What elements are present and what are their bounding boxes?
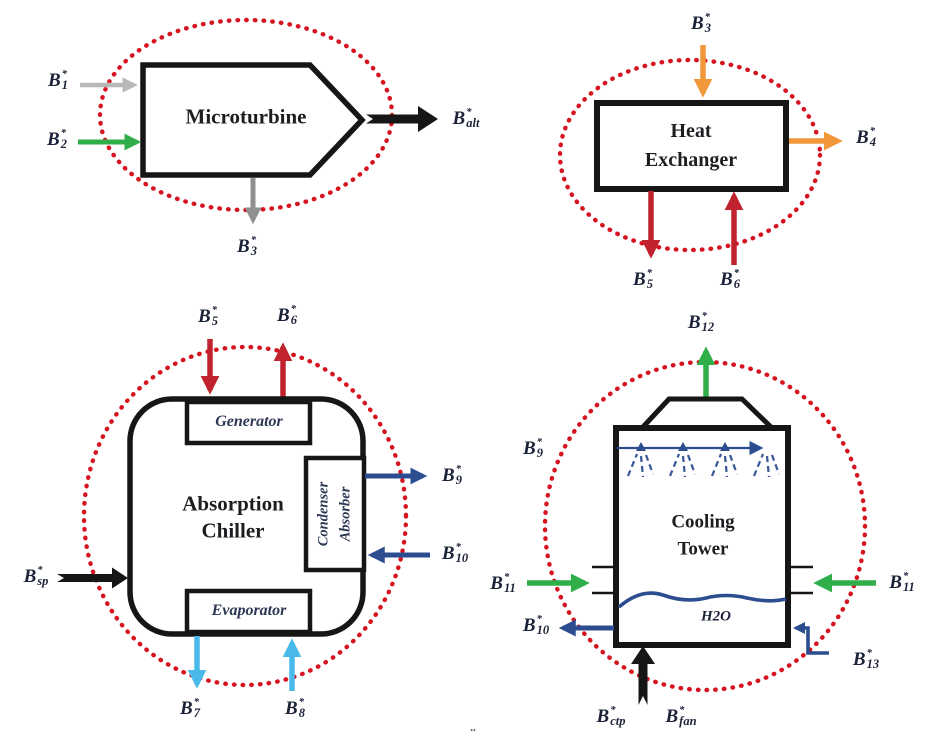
evaporator-box bbox=[184, 588, 313, 635]
flow-label-b9-ac: B *9 bbox=[442, 464, 462, 488]
flow-label-b5-hx: B *5 bbox=[633, 268, 653, 292]
flow-label-balt: B *alt bbox=[452, 107, 480, 131]
heat-exchanger-block bbox=[594, 100, 789, 192]
absorption-chiller-title-line1: Absorption bbox=[182, 491, 284, 516]
flow-label-b3-hx: B *3 bbox=[691, 12, 711, 36]
microturbine-title: Microturbine bbox=[185, 104, 307, 129]
evaporator-label: Evaporator bbox=[211, 602, 287, 619]
spray-nozzles bbox=[636, 442, 730, 451]
cooling-tower-hood bbox=[636, 396, 779, 431]
flow-label-b13: B *13 bbox=[852, 648, 880, 672]
condenser-label: Condenser bbox=[315, 481, 332, 547]
flow-arrow-bfan-in bbox=[631, 646, 655, 705]
flow-label-b6-hx: B *6 bbox=[720, 268, 740, 292]
heat-exchanger-title-line2: Exchanger bbox=[644, 149, 738, 171]
flow-label-b1: B *1 bbox=[48, 69, 68, 93]
flow-label-b10-ct: B *10 bbox=[522, 614, 550, 638]
cooling-tower-title-line1: Cooling bbox=[671, 511, 735, 533]
flow-label-b9-ct: B *9 bbox=[523, 437, 543, 461]
heat-exchanger-boundary-dotted bbox=[557, 57, 823, 253]
flow-label-b11-left: B *11 bbox=[490, 572, 516, 596]
flow-arrow-balt-out bbox=[366, 106, 438, 132]
flow-arrow-b13-in bbox=[792, 621, 829, 655]
absorption-chiller-title-line2: Chiller bbox=[201, 519, 265, 543]
absorber-label: Absorber bbox=[337, 486, 353, 542]
flow-label-b7: B *7 bbox=[180, 697, 200, 721]
flow-label-b11-right: B *11 bbox=[889, 571, 915, 595]
cooling-tower-title: Cooling Tower bbox=[671, 509, 734, 562]
flow-label-b6-ac: B *6 bbox=[277, 304, 297, 328]
water-label: H2O bbox=[701, 608, 731, 625]
flow-arrow-bsp-in bbox=[57, 567, 128, 589]
heat-exchanger-title: Heat Exchanger bbox=[645, 117, 737, 175]
flow-label-b5-ac: B *5 bbox=[198, 305, 218, 329]
flow-label-b12: B *12 bbox=[687, 311, 715, 335]
cooling-tower-boundary-dotted bbox=[542, 359, 868, 693]
flow-label-b4: B *4 bbox=[856, 126, 876, 150]
absorption-chiller-title: Absorption Chiller bbox=[182, 491, 284, 546]
louver-lines bbox=[592, 565, 813, 595]
stray-dots-artifact: .. bbox=[470, 722, 476, 734]
condenser-absorber-box bbox=[303, 455, 367, 573]
absorption-chiller-boundary-dotted bbox=[81, 344, 409, 688]
heat-exchanger-title-line1: Heat bbox=[670, 120, 712, 142]
flow-label-bsp: B *sp bbox=[23, 565, 49, 589]
generator-label: Generator bbox=[215, 413, 283, 430]
water-surface-wave bbox=[617, 591, 787, 609]
flow-label-bctp: B *ctp bbox=[596, 705, 626, 729]
generator-box bbox=[184, 399, 313, 446]
spray-streams bbox=[626, 453, 781, 478]
flow-label-b8: B *8 bbox=[285, 697, 305, 721]
flow-label-b2: B *2 bbox=[47, 128, 67, 152]
flow-label-b10-ac: B *10 bbox=[441, 542, 469, 566]
flow-label-bfan: B *fan bbox=[665, 705, 697, 729]
flow-label-b3-mt: B *3 bbox=[237, 235, 257, 259]
cooling-tower-title-line2: Tower bbox=[677, 538, 729, 559]
condenser-absorber-label: Condenser Absorber bbox=[313, 482, 357, 546]
microturbine-block bbox=[140, 62, 366, 178]
